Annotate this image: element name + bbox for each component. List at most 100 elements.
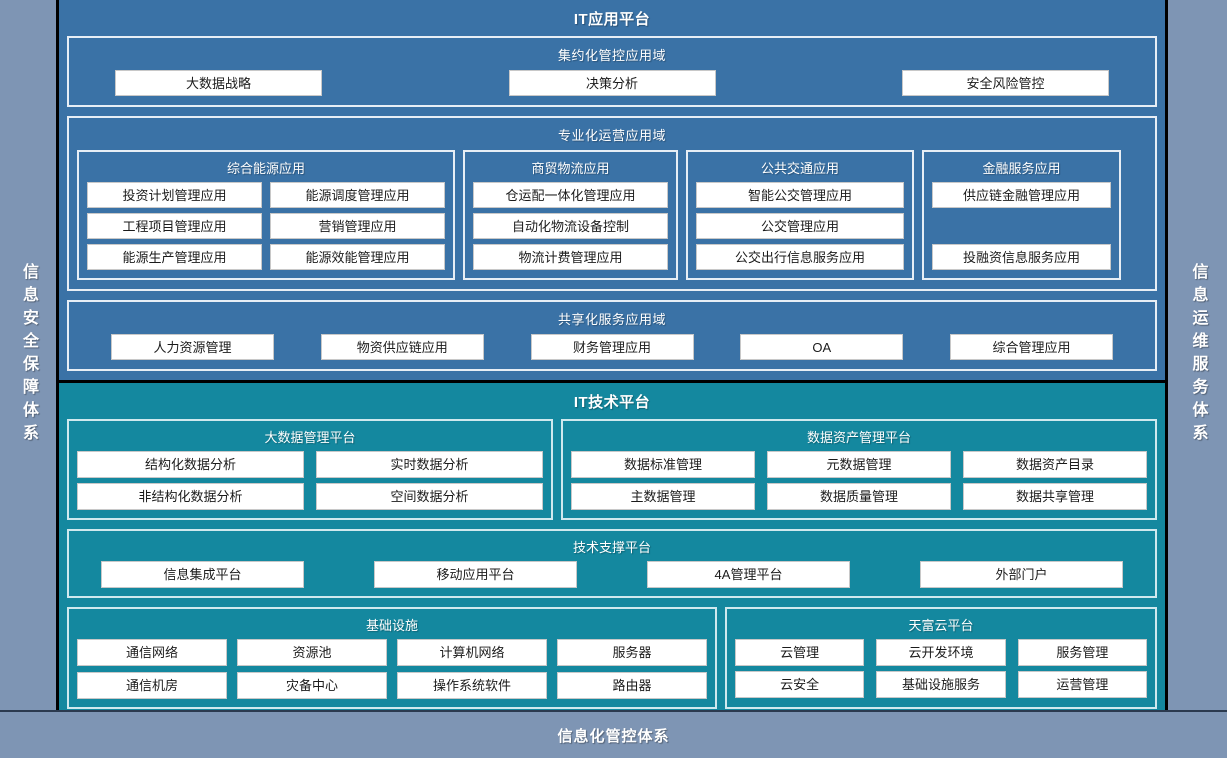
group-trade-logistics-title: 商贸物流应用 xyxy=(531,161,610,176)
chip-investment-plan-management[interactable]: 投资计划管理应用 xyxy=(87,182,262,208)
group-big-data-platform-items: 结构化数据分析 实时数据分析 非结构化数据分析 空间数据分析 xyxy=(77,451,543,510)
domain-shared-services: 共享化服务应用域 人力资源管理 物资供应链应用 财务管理应用 OA 综合管理应用 xyxy=(67,300,1157,371)
technology-platform-panel: IT技术平台 大数据管理平台 结构化数据分析 实时数据分析 非结构化数据分析 空… xyxy=(59,380,1165,727)
group-financial-service-items: 供应链金融管理应用 投融资信息服务应用 xyxy=(932,182,1111,270)
chip-warehouse-transport-integration[interactable]: 仓运配一体化管理应用 xyxy=(473,182,668,208)
chip-big-data-strategy[interactable]: 大数据战略 xyxy=(115,70,322,96)
chip-data-sharing-management[interactable]: 数据共享管理 xyxy=(963,483,1147,510)
chip-communication-network[interactable]: 通信网络 xyxy=(77,639,227,666)
group-integrated-energy: 综合能源应用 投资计划管理应用 能源调度管理应用 工程项目管理应用 营销管理应用… xyxy=(77,150,455,280)
chip-bus-travel-information-service[interactable]: 公交出行信息服务应用 xyxy=(696,244,904,270)
chip-cloud-management[interactable]: 云管理 xyxy=(735,639,865,666)
chip-energy-efficiency-management[interactable]: 能源效能管理应用 xyxy=(270,244,445,270)
chip-mobile-application-platform[interactable]: 移动应用平台 xyxy=(374,561,577,588)
domain-shared-services-title: 共享化服务应用域 xyxy=(557,312,666,327)
group-trade-logistics: 商贸物流应用 仓运配一体化管理应用 自动化物流设备控制 物流计费管理应用 xyxy=(463,150,678,280)
right-side-label: 信息运维服务体系 xyxy=(1189,263,1207,447)
chip-marketing-management[interactable]: 营销管理应用 xyxy=(270,213,445,239)
chip-infrastructure-service[interactable]: 基础设施服务 xyxy=(876,671,1006,698)
chip-bus-management[interactable]: 公交管理应用 xyxy=(696,213,904,239)
group-trade-logistics-items: 仓运配一体化管理应用 自动化物流设备控制 物流计费管理应用 xyxy=(473,182,668,270)
chip-computer-network[interactable]: 计算机网络 xyxy=(397,639,547,666)
technology-platform-title: IT技术平台 xyxy=(573,394,651,411)
chip-realtime-data-analysis[interactable]: 实时数据分析 xyxy=(316,451,543,478)
left-side-label: 信息安全保障体系 xyxy=(20,263,37,447)
bottom-bar: 信息化管控体系 xyxy=(0,710,1227,758)
chip-communication-room[interactable]: 通信机房 xyxy=(77,672,227,699)
chip-comprehensive-management[interactable]: 综合管理应用 xyxy=(950,334,1113,360)
chip-security-risk-control[interactable]: 安全风险管控 xyxy=(902,70,1109,96)
chip-unstructured-data-analysis[interactable]: 非结构化数据分析 xyxy=(77,483,304,510)
chip-human-resources-management[interactable]: 人力资源管理 xyxy=(111,334,274,360)
group-public-transit: 公共交通应用 智能公交管理应用 公交管理应用 公交出行信息服务应用 xyxy=(686,150,914,280)
group-public-transit-title: 公共交通应用 xyxy=(760,161,839,176)
group-integrated-energy-title: 综合能源应用 xyxy=(226,161,305,176)
chip-investment-financing-information-service[interactable]: 投融资信息服务应用 xyxy=(932,244,1111,270)
chip-4a-management-platform[interactable]: 4A管理平台 xyxy=(647,561,850,588)
domain-professional: 专业化运营应用域 综合能源应用 投资计划管理应用 能源调度管理应用 工程项目管理… xyxy=(67,116,1157,291)
domain-intensive: 集约化管控应用域 大数据战略 决策分析 安全风险管控 xyxy=(67,36,1157,107)
group-cloud-platform: 天富云平台 云管理 云开发环境 服务管理 云安全 基础设施服务 运营管理 xyxy=(725,607,1157,709)
chip-router[interactable]: 路由器 xyxy=(557,672,707,699)
group-public-transit-items: 智能公交管理应用 公交管理应用 公交出行信息服务应用 xyxy=(696,182,904,270)
application-platform-title: IT应用平台 xyxy=(573,11,651,28)
chip-material-supply-chain[interactable]: 物资供应链应用 xyxy=(320,334,484,360)
group-big-data-platform-title: 大数据管理平台 xyxy=(264,430,356,445)
left-side-band: 信息安全保障体系 xyxy=(0,0,56,710)
chip-structured-data-analysis[interactable]: 结构化数据分析 xyxy=(77,451,304,478)
chip-server[interactable]: 服务器 xyxy=(557,639,707,666)
chip-cloud-security[interactable]: 云安全 xyxy=(735,671,865,698)
chip-information-integration-platform[interactable]: 信息集成平台 xyxy=(101,561,304,588)
group-cloud-platform-title: 天富云平台 xyxy=(908,618,974,633)
chip-smart-bus-management[interactable]: 智能公交管理应用 xyxy=(696,182,904,208)
technology-row-one: 大数据管理平台 结构化数据分析 实时数据分析 非结构化数据分析 空间数据分析 数… xyxy=(67,419,1157,520)
chip-resource-pool[interactable]: 资源池 xyxy=(237,639,387,666)
chip-data-asset-catalog[interactable]: 数据资产目录 xyxy=(963,451,1147,478)
chip-oa[interactable]: OA xyxy=(740,334,904,360)
chip-financial-spacer xyxy=(932,213,1111,239)
chip-external-portal[interactable]: 外部门户 xyxy=(920,561,1123,588)
main-stack: IT应用平台 集约化管控应用域 大数据战略 决策分析 安全风险管控 专业化运营应… xyxy=(56,0,1168,727)
group-technical-support-platform-items: 信息集成平台 移动应用平台 4A管理平台 外部门户 xyxy=(77,561,1147,588)
chip-logistics-billing-management[interactable]: 物流计费管理应用 xyxy=(473,244,668,270)
chip-cloud-development-environment[interactable]: 云开发环境 xyxy=(876,639,1006,666)
bottom-bar-label: 信息化管控体系 xyxy=(557,727,670,745)
chip-automated-logistics-equipment-control[interactable]: 自动化物流设备控制 xyxy=(473,213,668,239)
chip-decision-analysis[interactable]: 决策分析 xyxy=(508,70,716,96)
chip-operations-management[interactable]: 运营管理 xyxy=(1017,671,1147,698)
application-platform-panel: IT应用平台 集约化管控应用域 大数据战略 决策分析 安全风险管控 专业化运营应… xyxy=(59,0,1165,380)
group-infrastructure-title: 基础设施 xyxy=(365,618,418,633)
group-financial-service-title: 金融服务应用 xyxy=(982,161,1061,176)
domain-professional-title: 专业化运营应用域 xyxy=(557,128,666,143)
chip-operating-system-software[interactable]: 操作系统软件 xyxy=(397,672,547,699)
domain-professional-groups: 综合能源应用 投资计划管理应用 能源调度管理应用 工程项目管理应用 营销管理应用… xyxy=(77,150,1147,280)
chip-service-management[interactable]: 服务管理 xyxy=(1017,639,1147,666)
chip-metadata-management[interactable]: 元数据管理 xyxy=(767,451,951,478)
chip-data-quality-management[interactable]: 数据质量管理 xyxy=(767,483,951,510)
chip-data-standard-management[interactable]: 数据标准管理 xyxy=(571,451,755,478)
group-technical-support-platform-title: 技术支撑平台 xyxy=(572,540,651,555)
group-data-asset-platform: 数据资产管理平台 数据标准管理 元数据管理 数据资产目录 主数据管理 数据质量管… xyxy=(561,419,1157,520)
chip-master-data-management[interactable]: 主数据管理 xyxy=(571,483,755,510)
group-cloud-platform-items: 云管理 云开发环境 服务管理 云安全 基础设施服务 运营管理 xyxy=(735,639,1147,698)
domain-shared-services-items: 人力资源管理 物资供应链应用 财务管理应用 OA 综合管理应用 xyxy=(77,334,1147,360)
group-infrastructure-items: 通信网络 资源池 计算机网络 服务器 通信机房 灾备中心 操作系统软件 路由器 xyxy=(77,639,707,699)
group-technical-support-platform: 技术支撑平台 信息集成平台 移动应用平台 4A管理平台 外部门户 xyxy=(67,529,1157,598)
domain-intensive-items: 大数据战略 决策分析 安全风险管控 xyxy=(77,70,1147,96)
chip-spatial-data-analysis[interactable]: 空间数据分析 xyxy=(316,483,543,510)
chip-disaster-recovery-center[interactable]: 灾备中心 xyxy=(237,672,387,699)
technology-row-three: 基础设施 通信网络 资源池 计算机网络 服务器 通信机房 灾备中心 操作系统软件… xyxy=(67,607,1157,709)
chip-supply-chain-finance-management[interactable]: 供应链金融管理应用 xyxy=(932,182,1111,208)
domain-intensive-title: 集约化管控应用域 xyxy=(557,48,666,63)
chip-energy-production-management[interactable]: 能源生产管理应用 xyxy=(87,244,262,270)
group-data-asset-platform-title: 数据资产管理平台 xyxy=(806,430,911,445)
chip-engineering-project-management[interactable]: 工程项目管理应用 xyxy=(87,213,262,239)
group-infrastructure: 基础设施 通信网络 资源池 计算机网络 服务器 通信机房 灾备中心 操作系统软件… xyxy=(67,607,717,709)
group-integrated-energy-items: 投资计划管理应用 能源调度管理应用 工程项目管理应用 营销管理应用 能源生产管理… xyxy=(87,182,445,270)
chip-energy-dispatch-management[interactable]: 能源调度管理应用 xyxy=(270,182,445,208)
group-big-data-platform: 大数据管理平台 结构化数据分析 实时数据分析 非结构化数据分析 空间数据分析 xyxy=(67,419,553,520)
group-financial-service: 金融服务应用 供应链金融管理应用 投融资信息服务应用 xyxy=(922,150,1121,280)
chip-financial-management[interactable]: 财务管理应用 xyxy=(530,334,694,360)
right-side-band: 信息运维服务体系 xyxy=(1168,0,1227,710)
